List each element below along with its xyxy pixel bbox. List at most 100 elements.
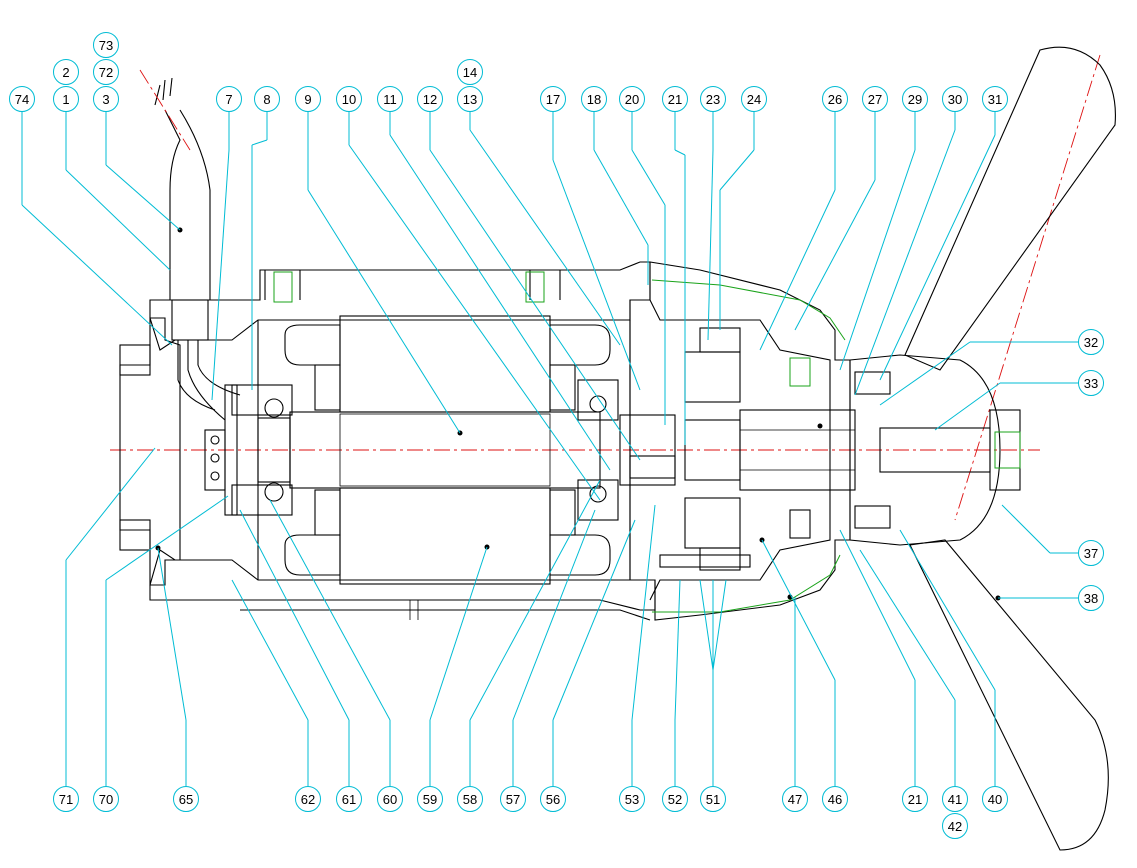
callout-bottom_labels-56: 56 [540, 786, 566, 812]
callout-top_labels-17: 17 [540, 86, 566, 112]
callout-bubble-icon [662, 786, 688, 812]
callout-number: 57 [506, 792, 520, 807]
callout-bubble-icon [457, 86, 483, 112]
propeller-blade [904, 46, 1116, 851]
callout-bottom_labels-41: 41 [942, 786, 968, 812]
callout-bubble-icon [1078, 370, 1104, 396]
callout-number: 52 [668, 792, 682, 807]
callout-bubble-icon [336, 786, 362, 812]
callout-bottom_labels-53: 53 [619, 786, 645, 812]
callout-top_labels-8: 8 [254, 86, 280, 112]
callout-number: 11 [383, 92, 397, 107]
callout-bottom_labels-65: 65 [173, 786, 199, 812]
callout-bottom_labels-40: 40 [982, 786, 1008, 812]
callout-top_labels-7: 7 [216, 86, 242, 112]
callout-bubble-icon [942, 86, 968, 112]
callout-number: 27 [868, 92, 882, 107]
callout-number: 12 [423, 92, 437, 107]
callout-bubble-icon [457, 786, 483, 812]
propeller-hub [849, 354, 1021, 546]
callout-bubble-icon [93, 786, 119, 812]
callout-bubble-icon [53, 786, 79, 812]
callout-number: 30 [948, 92, 962, 107]
callout-number: 7 [225, 92, 232, 107]
callout-bubble-icon [700, 786, 726, 812]
callout-number: 72 [99, 65, 113, 80]
cable-gland [154, 77, 241, 491]
callout-number: 33 [1084, 376, 1098, 391]
callout-number: 61 [342, 792, 356, 807]
callout-top_labels-13: 13 [457, 86, 483, 112]
callout-bubble-icon [581, 86, 607, 112]
callout-bubble-icon [417, 786, 443, 812]
cable-axis-line [139, 69, 191, 151]
callout-top_labels-24: 24 [741, 86, 767, 112]
callout-number: 40 [988, 792, 1002, 807]
callout-number: 18 [587, 92, 601, 107]
callout-bottom_labels-57: 57 [500, 786, 526, 812]
callout-top_labels-9: 9 [295, 86, 321, 112]
callout-number: 10 [342, 92, 356, 107]
callout-bubble-icon [254, 86, 280, 112]
callout-number: 2 [62, 65, 69, 80]
callout-bubble-icon [1078, 329, 1104, 355]
callout-number: 73 [99, 38, 113, 53]
callout-bubble-icon [53, 59, 79, 85]
callout-bottom_labels-46: 46 [822, 786, 848, 812]
callout-bubble-icon [1078, 540, 1104, 566]
callout-number: 21 [668, 92, 682, 107]
callout-bubble-icon [336, 86, 362, 112]
callout-bubble-icon [377, 786, 403, 812]
callout-number: 3 [102, 92, 109, 107]
callout-bubble-icon [93, 59, 119, 85]
callout-number: 74 [15, 92, 29, 107]
callout-bottom_labels-62: 62 [295, 786, 321, 812]
callout-bubble-icon [295, 786, 321, 812]
callout-top_labels-14: 14 [457, 59, 483, 85]
callout-top_labels-74: 74 [9, 86, 35, 112]
callout-number: 71 [59, 792, 73, 807]
callout-number: 32 [1084, 335, 1098, 350]
callout-bubble-icon [700, 86, 726, 112]
callout-number: 62 [301, 792, 315, 807]
callout-number: 37 [1084, 546, 1098, 561]
callout-right_labels-37: 37 [1078, 540, 1104, 566]
callout-top_labels-21: 21 [662, 86, 688, 112]
callout-number: 70 [99, 792, 113, 807]
callout-number: 8 [263, 92, 270, 107]
callout-bubble-icon [982, 86, 1008, 112]
callout-top_labels-2: 2 [53, 59, 79, 85]
callout-right_labels-38: 38 [1078, 585, 1104, 611]
callout-bubble-icon [295, 86, 321, 112]
rotor-shaft [257, 411, 601, 489]
callout-bubble-icon [377, 86, 403, 112]
callout-bubble-icon [619, 86, 645, 112]
callout-number: 13 [463, 92, 477, 107]
callout-number: 41 [948, 792, 962, 807]
callout-bottom_labels-71: 71 [53, 786, 79, 812]
callout-top_labels-18: 18 [581, 86, 607, 112]
callout-bottom_labels-47: 47 [782, 786, 808, 812]
callout-bottom_labels-21: 21 [902, 786, 928, 812]
callout-right_labels-33: 33 [1078, 370, 1104, 396]
callout-number: 20 [625, 92, 639, 107]
callout-bottom_labels-58: 58 [457, 786, 483, 812]
callout-top_labels-26: 26 [822, 86, 848, 112]
callout-bubble-icon [862, 86, 888, 112]
callout-top_labels-1: 1 [53, 86, 79, 112]
callout-bubble-icon [822, 786, 848, 812]
callout-bottom_labels-60: 60 [377, 786, 403, 812]
callout-number: 59 [423, 792, 437, 807]
callout-number: 31 [988, 92, 1002, 107]
callout-bubble-icon [902, 786, 928, 812]
callout-bubble-icon [93, 32, 119, 58]
callout-top_labels-27: 27 [862, 86, 888, 112]
callout-bubble-icon [822, 86, 848, 112]
gearbox [629, 261, 856, 621]
callout-bubble-icon [9, 86, 35, 112]
callout-top_labels-30: 30 [942, 86, 968, 112]
callout-number: 56 [546, 792, 560, 807]
callout-number: 24 [747, 92, 761, 107]
callout-bubble-icon [902, 86, 928, 112]
callout-bubble-icon [782, 786, 808, 812]
